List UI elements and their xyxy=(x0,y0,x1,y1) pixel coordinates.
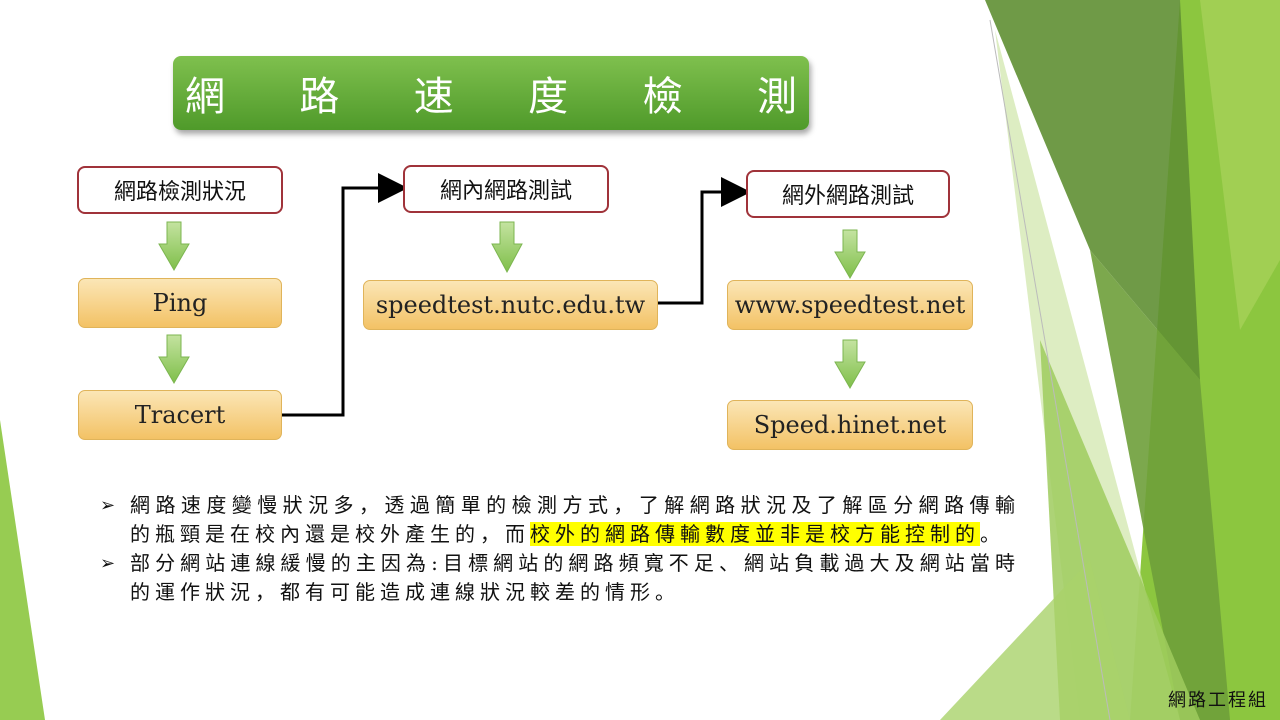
node-tracert: Tracert xyxy=(78,390,282,440)
bullet-text: 網路速度變慢狀況多，透過簡單的檢測方式，了解網路狀況及了解區分網路傳輸的瓶頸是在… xyxy=(130,493,1020,546)
bullet-item: ➢ 部分網站連線緩慢的主因為:目標網站的網路頻寬不足、網站負載過大及網站當時的運… xyxy=(100,549,1020,607)
bullet-text-end: 。 xyxy=(980,522,1005,546)
bullet-arrow-icon: ➢ xyxy=(100,553,121,574)
node-internal-site: speedtest.nutc.edu.tw xyxy=(363,280,658,330)
bullet-list: ➢ 網路速度變慢狀況多，透過簡單的檢測方式，了解網路狀況及了解區分網路傳輸的瓶頸… xyxy=(100,491,1020,607)
header-network-status: 網路檢測狀況 xyxy=(77,166,283,214)
bullet-text: 部分網站連線緩慢的主因為:目標網站的網路頻寬不足、網站負載過大及網站當時的運作狀… xyxy=(130,551,1020,604)
node-external-site-1: www.speedtest.net xyxy=(727,280,973,330)
title-char: 測 xyxy=(756,74,797,120)
title-bar: 網 路 速 度 檢 測 xyxy=(173,56,809,130)
title-char: 路 xyxy=(299,74,340,120)
highlighted-text: 校外的網路傳輸數度並非是校方能控制的 xyxy=(530,522,980,546)
node-external-site-2: Speed.hinet.net xyxy=(727,400,973,450)
footer-org: 網路工程組 xyxy=(1168,690,1268,711)
title-char: 網 xyxy=(185,74,225,120)
bullet-item: ➢ 網路速度變慢狀況多，透過簡單的檢測方式，了解網路狀況及了解區分網路傳輸的瓶頸… xyxy=(100,491,1020,549)
title-char: 度 xyxy=(528,74,569,120)
title-char: 檢 xyxy=(642,74,683,120)
header-internal-test: 網內網路測試 xyxy=(403,165,609,213)
title-char: 速 xyxy=(413,74,454,120)
bullet-arrow-icon: ➢ xyxy=(100,495,121,516)
header-external-test: 網外網路測試 xyxy=(746,170,950,218)
node-ping: Ping xyxy=(78,278,282,328)
